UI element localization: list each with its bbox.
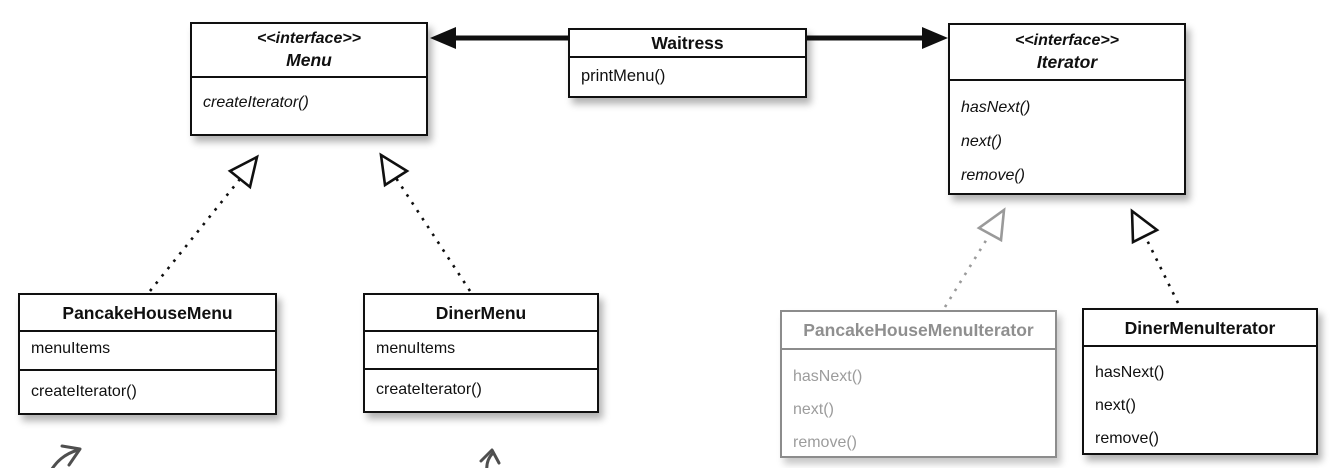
method-compartment-waitress: printMenu() [570, 58, 805, 94]
method-compartment-pancakehousemenuiterator: hasNext() next() remove() [782, 350, 1055, 467]
class-name-waitress: Waitress [651, 33, 724, 53]
method-next: next() [1095, 397, 1136, 414]
method-createiterator: createIterator() [31, 383, 137, 400]
attribute-compartment-dinermenu: menuItems [365, 332, 597, 370]
sketch-arrow-dinermenu-icon [479, 448, 501, 468]
stereotype-label: <<interface>> [256, 30, 362, 47]
method-next: next() [793, 401, 834, 418]
class-box-dinermenuiterator: DinerMenuIterator hasNext() next() remov… [1082, 308, 1318, 455]
method-remove: remove() [1095, 430, 1160, 447]
realization-line-dinermenu-menu [394, 177, 472, 292]
method-remove: remove() [793, 434, 858, 451]
association-arrowhead-menu-icon [430, 27, 456, 49]
realization-line-pancakehousemenuiterator-iterator [943, 233, 992, 308]
class-box-dinermenu: DinerMenu menuItems createIterator() [363, 293, 599, 413]
class-name-dinermenuiterator: DinerMenuIterator [1124, 317, 1276, 338]
realization-line-dinermenuiterator-iterator [1143, 235, 1180, 304]
class-header-dinermenuiterator: DinerMenuIterator [1084, 310, 1316, 347]
class-header-iterator: <<interface>> Iterator [950, 25, 1184, 81]
class-name-iterator: Iterator [1036, 52, 1098, 72]
class-header-pancakehousemenu: PancakeHouseMenu [20, 295, 275, 332]
attribute-compartment-pancakehousemenu: menuItems [20, 332, 275, 371]
method-hasnext: hasNext() [1095, 364, 1165, 381]
realization-arrowhead-dinermenu-icon [379, 152, 410, 188]
class-header-menu: <<interface>> Menu [192, 24, 426, 78]
class-box-pancakehousemenu: PancakeHouseMenu menuItems createIterato… [18, 293, 277, 415]
association-arrowhead-iterator-icon [922, 27, 948, 49]
class-header-waitress: Waitress [570, 30, 805, 58]
method-hasnext: hasNext() [793, 368, 863, 385]
method-createiterator: createIterator() [376, 381, 482, 398]
method-printmenu: printMenu() [581, 67, 666, 85]
method-next: next() [961, 133, 1002, 150]
realization-arrowhead-pancakehousemenuiterator-icon [976, 207, 1006, 243]
method-hasnext: hasNext() [961, 99, 1031, 116]
class-name-pancakehousemenuiterator: PancakeHouseMenuIterator [803, 320, 1034, 340]
method-compartment-iterator: hasNext() next() remove() [950, 81, 1184, 201]
realization-line-pancakehousemenu-menu [148, 178, 242, 292]
attribute-menuitems: menuItems [31, 340, 111, 357]
attribute-menuitems: menuItems [376, 340, 456, 357]
class-header-dinermenu: DinerMenu [365, 295, 597, 332]
method-createiterator: createIterator() [203, 94, 309, 111]
method-compartment-pancakehousemenu: createIterator() [20, 371, 275, 409]
stereotype-label: <<interface>> [1014, 32, 1120, 49]
method-compartment-dinermenu: createIterator() [365, 370, 597, 407]
method-compartment-dinermenuiterator: hasNext() next() remove() [1084, 347, 1316, 463]
class-box-waitress: Waitress printMenu() [568, 28, 807, 98]
class-box-pancakehousemenuiterator: PancakeHouseMenuIterator hasNext() next(… [780, 310, 1057, 458]
realization-arrowhead-pancakehousemenu-icon [227, 154, 259, 190]
sketch-arrow-pancakehousemenu-icon [50, 444, 82, 468]
method-remove: remove() [961, 167, 1026, 184]
class-box-iterator: <<interface>> Iterator hasNext() next() … [948, 23, 1186, 195]
method-compartment-menu: createIterator() [192, 78, 426, 120]
class-box-menu: <<interface>> Menu createIterator() [190, 22, 428, 136]
class-header-pancakehousemenuiterator: PancakeHouseMenuIterator [782, 312, 1055, 350]
class-name-dinermenu: DinerMenu [435, 302, 527, 323]
realization-arrowhead-dinermenuiterator-icon [1130, 208, 1160, 245]
class-name-menu: Menu [286, 50, 332, 70]
class-name-pancakehousemenu: PancakeHouseMenu [62, 302, 233, 323]
